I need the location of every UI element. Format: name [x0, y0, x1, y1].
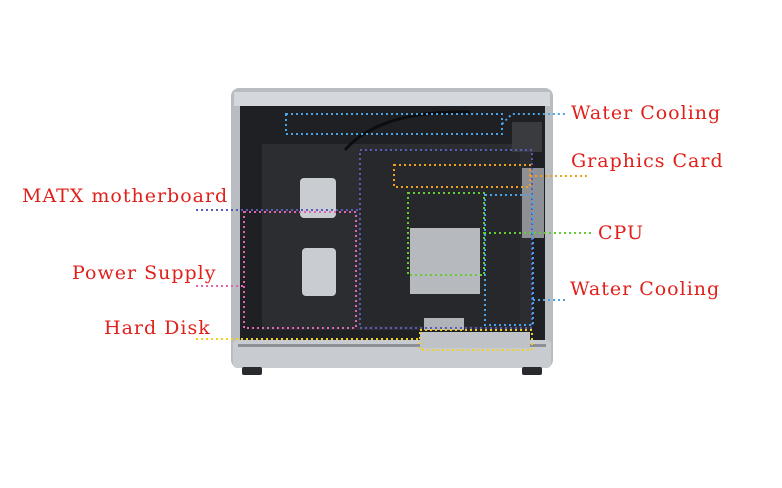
motherboard-tray — [262, 110, 544, 348]
label-matx-motherboard: MATX motherboard — [22, 185, 229, 207]
label-cpu: CPU — [598, 222, 645, 244]
water-cooling-top-leader — [501, 113, 566, 125]
water-cooling-right-box — [484, 194, 534, 326]
label-power-supply: Power Supply — [72, 262, 217, 284]
label-water-cooling-top: Water Cooling — [571, 102, 722, 124]
power-supply-box — [243, 211, 357, 329]
label-water-cooling-right: Water Cooling — [570, 278, 721, 300]
label-graphics-card: Graphics Card — [571, 150, 724, 172]
label-hard-disk: Hard Disk — [104, 317, 211, 339]
hard-disk-box — [419, 329, 533, 351]
